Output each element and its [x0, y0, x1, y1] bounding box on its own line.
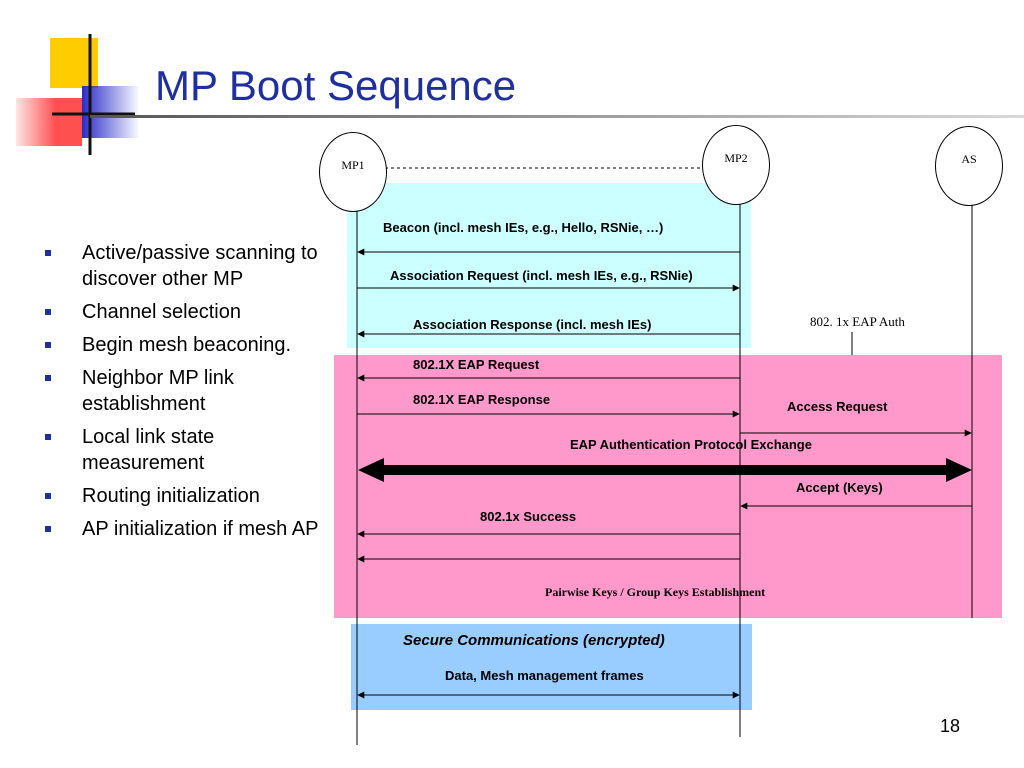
mp1-label: MP1: [341, 157, 365, 172]
bullet-item: Neighbor MP link establishment: [40, 365, 340, 417]
association-region: [347, 183, 751, 348]
bullet-marker: [45, 375, 51, 381]
bullet-item: Begin mesh beaconing.: [40, 332, 340, 358]
assoc-request-label: Association Request (incl. mesh IEs, e.g…: [390, 268, 693, 283]
secure-comms-label: Secure Communications (encrypted): [403, 632, 665, 649]
eap-request-label: 802.1X EAP Request: [413, 357, 540, 372]
bullet-list: Active/passive scanning to discover othe…: [40, 240, 340, 549]
eap-response-label: 802.1X EAP Response: [413, 392, 551, 407]
bullet-item: Local link state measurement: [40, 424, 340, 476]
eap-exchange-label: EAP Authentication Protocol Exchange: [570, 437, 812, 452]
eap-exchange-double-arrow: [358, 458, 972, 482]
assoc-response-label: Association Response (incl. mesh IEs): [413, 317, 652, 332]
bullet-item: Channel selection: [40, 299, 340, 325]
bullet-item: Routing initialization: [40, 483, 340, 509]
success-label: 802.1x Success: [480, 509, 577, 524]
page-number: 18: [940, 716, 961, 736]
bullet-marker: [45, 342, 51, 348]
bullet-marker: [45, 250, 51, 256]
slide-title: MP Boot Sequence: [155, 62, 517, 109]
title-underline: [90, 115, 1024, 118]
mp2-node: MP2: [702, 125, 770, 205]
mp1-node: MP1: [319, 132, 387, 212]
beacon-label: Beacon (incl. mesh IEs, e.g., Hello, RSN…: [383, 220, 664, 235]
bullet-marker: [45, 493, 51, 499]
bullet-marker: [45, 526, 51, 532]
slide-logo: [16, 34, 140, 155]
as-label: AS: [961, 151, 977, 166]
logo-blue-square: [82, 86, 140, 138]
logo-red-square: [16, 98, 82, 146]
eap-auth-note: 802. 1x EAP Auth: [810, 314, 905, 329]
bullet-item: AP initialization if mesh AP: [40, 516, 340, 542]
data-frames-label: Data, Mesh management frames: [445, 668, 644, 683]
as-node: AS: [935, 126, 1003, 206]
bullet-marker: [45, 309, 51, 315]
pairwise-keys-label: Pairwise Keys / Group Keys Establishment: [545, 585, 766, 599]
accept-keys-label: Accept (Keys): [796, 480, 883, 495]
bullet-marker: [45, 434, 51, 440]
mp2-label: MP2: [724, 150, 748, 165]
authentication-region: [334, 355, 1002, 618]
access-request-label: Access Request: [787, 399, 888, 414]
bullet-item: Active/passive scanning to discover othe…: [40, 240, 340, 292]
